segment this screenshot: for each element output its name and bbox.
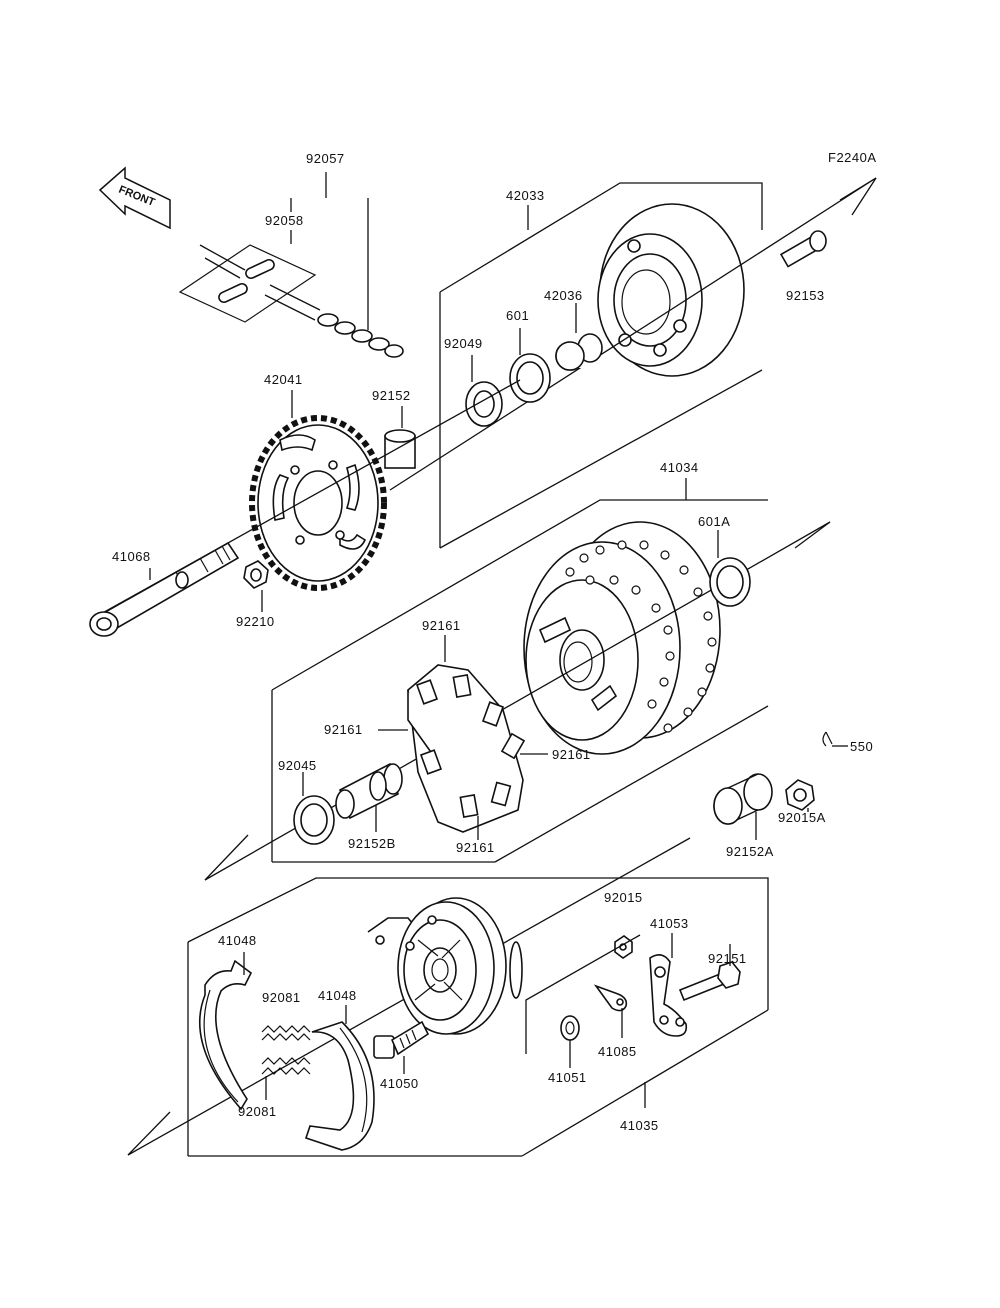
label-92161-bottom: 92161 [456,840,495,855]
hub-box-42033 [439,182,763,549]
label-92057: 92057 [306,151,345,166]
label-42041: 42041 [264,372,303,387]
label-92081-top: 92081 [262,990,301,1005]
brake-panel [367,897,523,1035]
sprocket-hub [597,203,745,377]
rear-wheel-hub [523,521,721,755]
part-42036-collar [555,303,603,371]
part-92161-dampers [378,635,548,840]
label-92153: 92153 [786,288,825,303]
label-41048-left: 41048 [218,933,257,948]
part-92152B-collar [335,762,403,832]
drawing-code: F2240A [828,150,877,165]
label-41051: 41051 [548,1070,587,1085]
part-92153-stud [779,230,827,268]
part-41085-indicator [593,984,628,1038]
part-550-cotter-pin [822,731,848,747]
part-92151-bolt [678,944,741,1002]
label-41068: 41068 [112,549,151,564]
part-92152-collar [384,406,416,469]
part-41050-cam [373,1020,430,1074]
chain-group [178,172,404,358]
label-92152: 92152 [372,388,411,403]
part-92015A-nut [785,779,815,812]
label-92045: 92045 [278,758,317,773]
part-601-bearing [509,328,551,403]
part-41048-brake-shoe-right [304,1005,375,1151]
part-92081-springs [261,1025,311,1100]
label-41053: 41053 [650,916,689,931]
part-92210-nut [243,560,269,612]
part-41053-brake-lever [614,933,688,1037]
label-601A: 601A [698,514,730,529]
part-41051-seal [560,1015,580,1068]
label-92015: 92015 [604,890,643,905]
front-arrow-icon: FRONT [98,166,171,230]
brake-box-41035 [187,877,769,1157]
label-92161-right: 92161 [552,747,591,762]
label-92152A: 92152A [726,844,774,859]
part-42041-sprocket [249,390,387,591]
label-42033: 42033 [506,188,545,203]
label-41034: 41034 [660,460,699,475]
label-550: 550 [850,739,873,754]
label-41048-right: 41048 [318,988,357,1003]
label-92049: 92049 [444,336,483,351]
part-601A-bearing [709,530,751,607]
label-42036: 42036 [544,288,583,303]
label-41050: 41050 [380,1076,419,1091]
part-41048-brake-shoe-left [198,952,253,1111]
label-92081-bottom: 92081 [238,1104,277,1119]
part-41068-axle [89,541,240,637]
part-92045-bearing [293,772,335,845]
label-41085: 41085 [598,1044,637,1059]
label-92152B: 92152B [348,836,396,851]
label-92161-left: 92161 [324,722,363,737]
part-92049-seal [465,355,503,427]
label-601: 601 [506,308,529,323]
label-92058: 92058 [265,213,304,228]
part-92152A-collar [713,773,773,840]
wheel-box-41034 [271,478,769,863]
label-92161-top: 92161 [422,618,461,633]
label-92151: 92151 [708,951,747,966]
label-92015A: 92015A [778,810,826,825]
label-92210: 92210 [236,614,275,629]
label-41035: 41035 [620,1118,659,1133]
